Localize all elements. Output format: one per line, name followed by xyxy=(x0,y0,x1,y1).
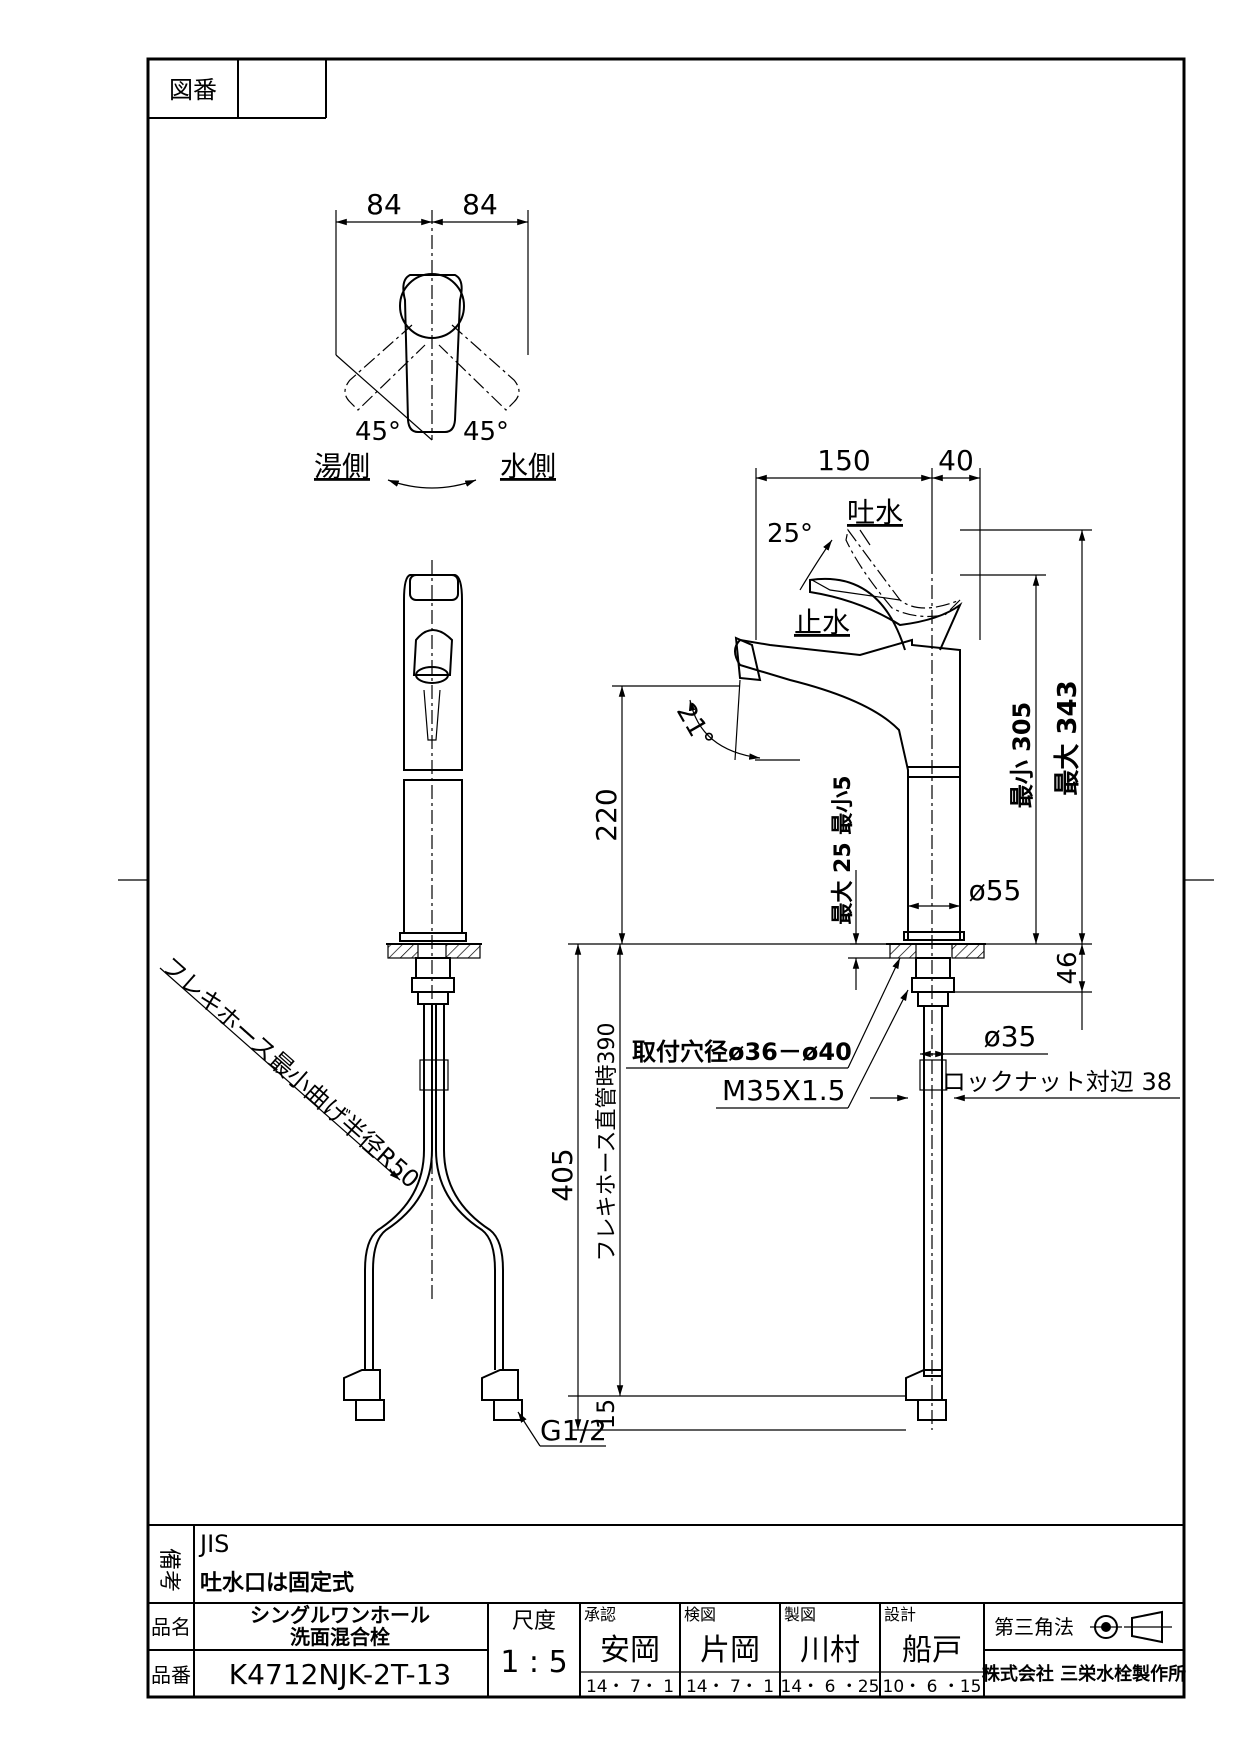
remarks-line1: JIS xyxy=(198,1530,229,1558)
dim-405: 405 xyxy=(546,1148,579,1201)
checked-label: 検図 xyxy=(684,1605,716,1624)
dim-phi35: ø35 xyxy=(984,1020,1037,1053)
drawn-name: 川村 xyxy=(800,1633,860,1668)
design-name: 船戸 xyxy=(902,1633,962,1668)
locknut-label: ロックナット対辺 38 xyxy=(942,1068,1172,1096)
product-no: K4712NJK-2T-13 xyxy=(229,1658,451,1691)
dim-40: 40 xyxy=(938,444,974,477)
design-date: 10・ 6 ・15 xyxy=(883,1677,982,1697)
front-view: フレキホース最小曲げ半径R50 G1/2 xyxy=(156,560,607,1447)
drawn-label: 製図 xyxy=(784,1605,816,1624)
drawing-number-box: 図番 xyxy=(148,59,327,119)
remarks-line2: 吐水口は固定式 xyxy=(200,1570,354,1596)
approved-label: 承認 xyxy=(584,1605,616,1624)
drawing-number-label: 図番 xyxy=(169,76,217,104)
bend-radius-label: フレキホース最小曲げ半径R50 xyxy=(156,952,425,1194)
top-view: 84 84 45° 45° 湯側 水側 xyxy=(314,188,556,489)
dim-84-left: 84 xyxy=(366,188,402,221)
thread-label: M35X1.5 xyxy=(722,1074,846,1107)
drawing-border xyxy=(146,57,1186,1699)
spout-stop-label: 止水 xyxy=(794,606,850,639)
dim-150: 150 xyxy=(817,444,870,477)
product-name-line1: シングルワンホール xyxy=(250,1603,430,1627)
scale-value: 1 : 5 xyxy=(500,1645,567,1680)
design-label: 設計 xyxy=(884,1605,916,1624)
side-view: 150 40 25° 吐水 止水 21° 220 405 フレキホース直管時39… xyxy=(546,444,1180,1431)
product-no-label: 品番 xyxy=(151,1663,191,1687)
dim-max25-min5: 最大 25 最小5 xyxy=(831,775,856,924)
angle-25: 25° xyxy=(767,519,813,549)
dim-46: 46 xyxy=(1053,951,1083,984)
third-angle-projection-icon xyxy=(1090,1610,1172,1644)
checked-name: 片岡 xyxy=(700,1633,760,1668)
approved-date: 14・ 7・ 1 xyxy=(586,1677,674,1697)
company-name: 株式会社 三栄水栓製作所 xyxy=(982,1663,1186,1685)
mount-hole-label: 取付穴径ø36－ø40 xyxy=(632,1038,852,1066)
product-name-line2: 洗面混合栓 xyxy=(290,1625,390,1649)
angle-45-left: 45° xyxy=(355,417,401,447)
product-name-label: 品名 xyxy=(151,1615,191,1639)
dim-220: 220 xyxy=(590,788,623,841)
approved-name: 安岡 xyxy=(600,1633,660,1668)
hot-side-label: 湯側 xyxy=(314,450,370,483)
scale-label: 尺度 xyxy=(512,1609,556,1634)
remarks-label: 備考 xyxy=(156,1548,181,1592)
dim-max343: 最大 343 xyxy=(1053,680,1083,795)
dim-phi55: ø55 xyxy=(969,874,1022,907)
projection-label: 第三角法 xyxy=(994,1615,1074,1639)
dim-min305: 最小 305 xyxy=(1008,702,1036,808)
angle-45-right: 45° xyxy=(463,417,509,447)
cold-side-label: 水側 xyxy=(500,450,556,483)
drawn-date: 14・ 6 ・25 xyxy=(781,1677,880,1697)
spout-open-label: 吐水 xyxy=(847,496,903,529)
title-block: 備考 JIS 吐水口は固定式 品名 シングルワンホール 洗面混合栓 品番 K47… xyxy=(148,1524,1186,1697)
dim-15: 15 xyxy=(592,1399,620,1430)
checked-date: 14・ 7・ 1 xyxy=(686,1677,774,1697)
angle-21: 21° xyxy=(670,699,719,754)
hose-length-label: フレキホース直管時390 xyxy=(595,1023,620,1262)
dim-84-right: 84 xyxy=(462,188,498,221)
